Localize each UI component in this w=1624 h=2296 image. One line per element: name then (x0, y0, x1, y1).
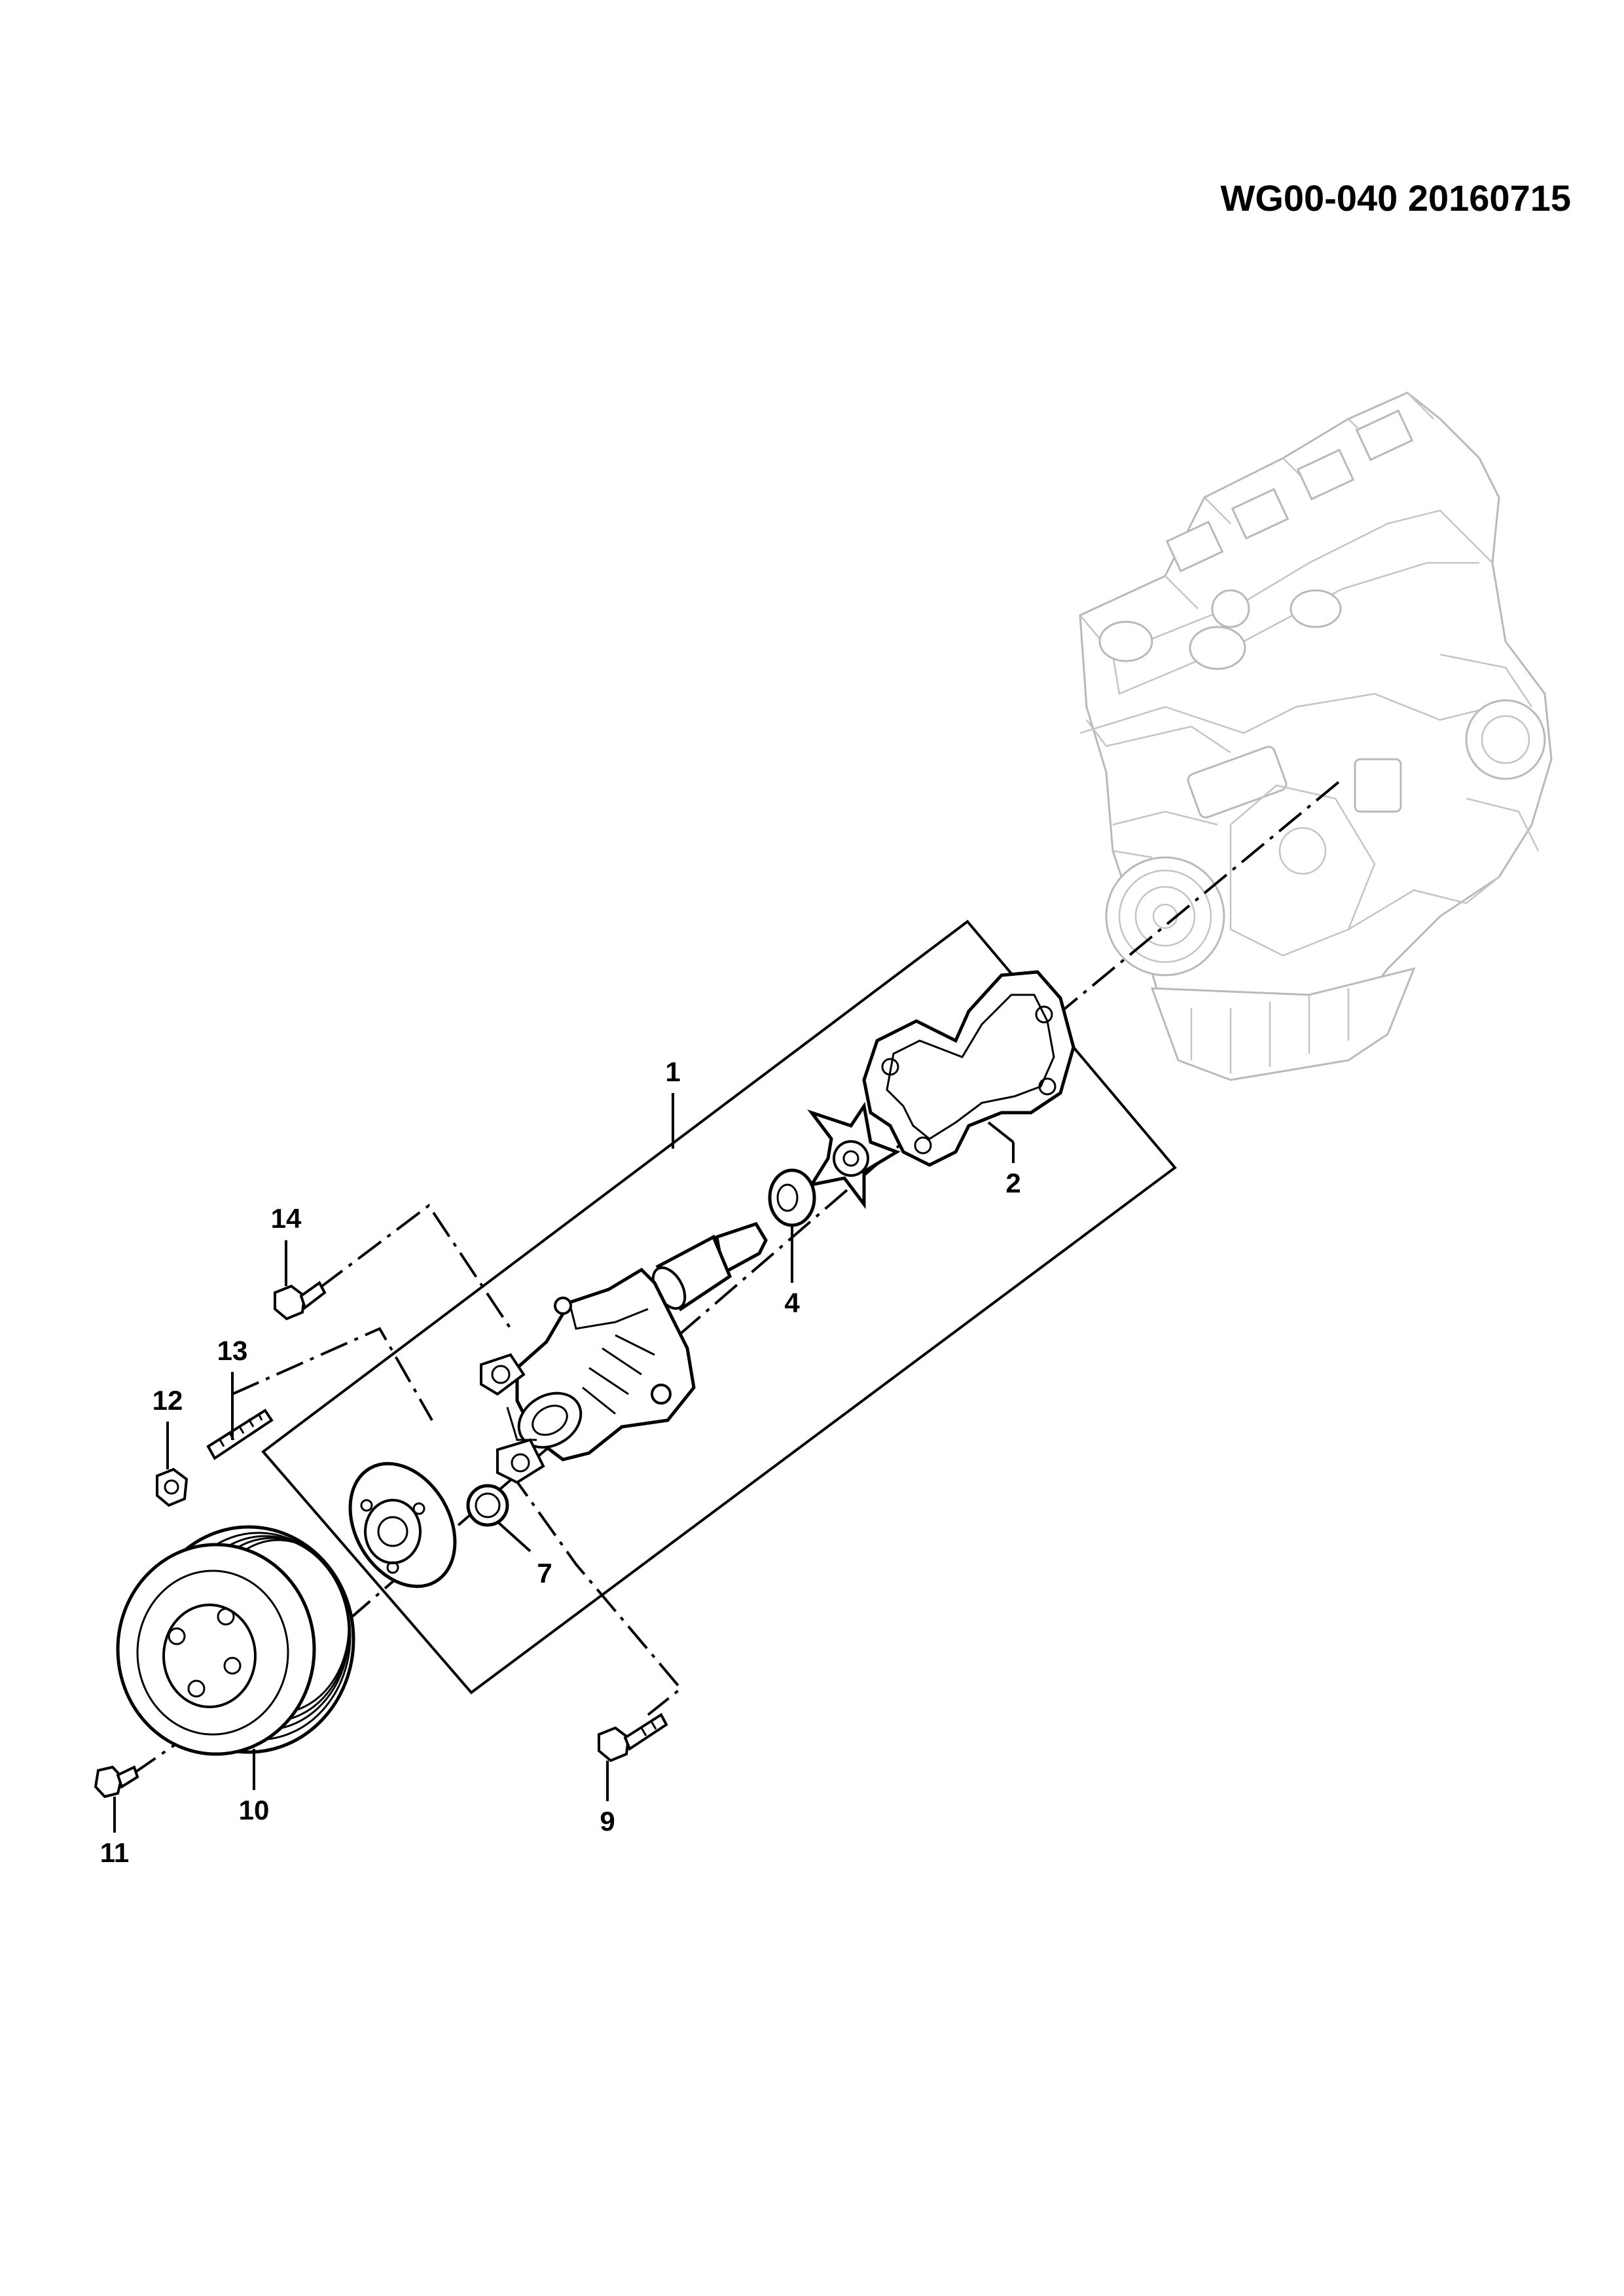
part-2-gasket (862, 970, 1075, 1167)
callout-14: 14 (271, 1203, 302, 1234)
leader-lines (113, 1093, 1015, 1833)
bearing-shaft (651, 1221, 768, 1312)
hub-flange (348, 1462, 457, 1588)
callout-labels: 1 2 4 7 9 10 11 12 13 14 (100, 1056, 1021, 1868)
diagram-id-label: WG00-040 20160715 (1220, 177, 1572, 219)
impeller (807, 1102, 901, 1210)
engine-background-illustration (1079, 391, 1553, 1081)
callout-9: 9 (600, 1806, 615, 1837)
callout-2: 2 (1005, 1168, 1020, 1198)
part-11-pulley-bolt (94, 1765, 139, 1799)
callout-10: 10 (239, 1795, 270, 1825)
part-4-seal (768, 1168, 816, 1227)
water-pump-body (480, 1267, 696, 1484)
part-14-flange-bolt (274, 1281, 327, 1321)
callout-7: 7 (537, 1558, 552, 1588)
callout-11: 11 (100, 1837, 129, 1868)
part-12-nut (156, 1467, 189, 1507)
part-9-flange-bolt (598, 1713, 668, 1763)
part-7-o-ring (466, 1484, 509, 1527)
assembly-group-frame (261, 920, 1177, 1695)
callout-4: 4 (784, 1287, 800, 1318)
callout-1: 1 (665, 1056, 680, 1087)
part-10-pulley (116, 1525, 355, 1756)
callout-13: 13 (217, 1335, 248, 1366)
callout-12: 12 (153, 1385, 183, 1416)
